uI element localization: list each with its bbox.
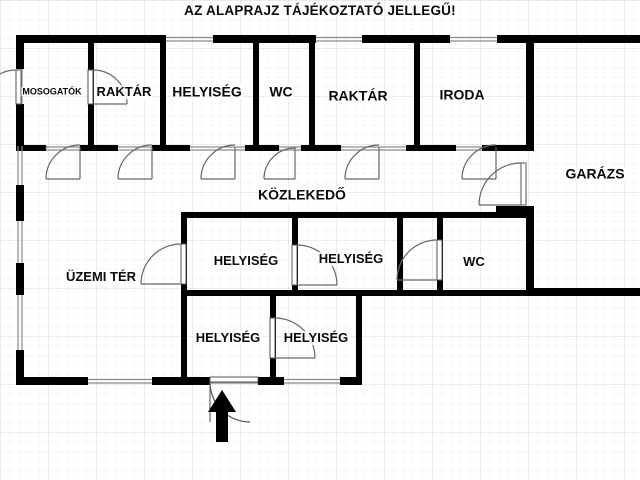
room-label-helyiseg-3: HELYISÉG [317,251,385,267]
room-label-mosogatok: MOSOGATÓK [21,86,83,97]
room-label-iroda: IRODA [438,86,486,103]
door-helyiseg-5 [269,317,316,359]
room-label-helyiseg-5: HELYISÉG [282,330,350,346]
door-wc-1-corridor [263,147,296,180]
door-corridor-garage [478,162,527,206]
room-label-raktar-2: RAKTÁR [327,87,389,104]
outer-walls [16,35,640,385]
doors [0,69,527,423]
room-label-helyiseg-4: HELYISÉG [194,330,262,346]
door-raktar-2-corridor [344,144,380,180]
room-label-garazs: GARÁZS [564,165,626,182]
door-raktar-1-corridor [117,144,153,180]
room-label-wc-2: WC [462,254,486,270]
door-helyiseg-1-corridor [200,144,236,180]
room-label-wc-1: WC [268,83,294,100]
room-label-helyiseg-1: HELYISÉG [171,83,243,100]
windows [17,36,497,384]
room-label-kozlekedo: KÖZLEKEDŐ [257,186,347,203]
room-label-raktar-1: RAKTÁR [95,84,153,100]
door-wc-2 [396,239,443,281]
room-label-uzemi-ter: ÜZEMI TÉR [64,269,138,285]
door-iroda-corridor [461,144,497,180]
room-label-helyiseg-2: HELYISÉG [212,253,280,269]
door-exterior-left [0,69,22,105]
entrance-arrow-icon [208,390,236,442]
door-helyiseg-2 [140,243,187,285]
page-title: AZ ALAPRAJZ TÁJÉKOZTATÓ JELLEGŰ! [184,3,456,18]
door-mosogatok-corridor [45,144,81,180]
